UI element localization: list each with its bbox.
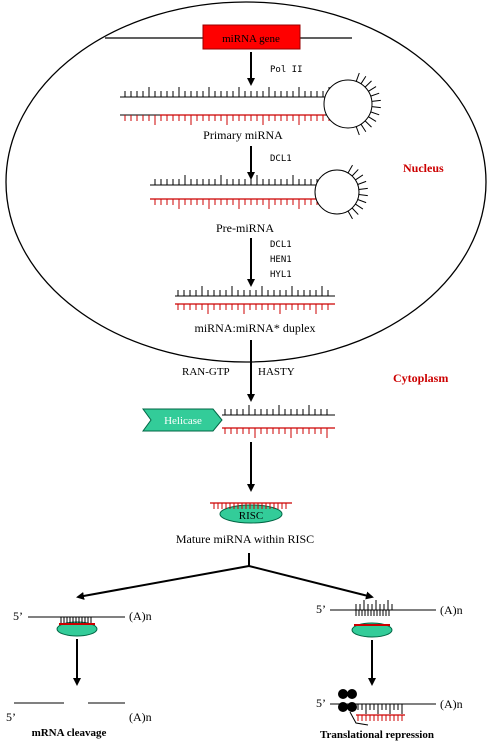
cytoplasmic-duplex — [222, 405, 335, 438]
right-polya-top: (A)n — [440, 603, 463, 617]
mrna-cleavage-label: mRNA cleavage — [32, 727, 107, 739]
ran-gtp-label: RAN-GTP — [182, 366, 230, 378]
risc-complex — [210, 502, 292, 524]
right-5prime-top: 5’ — [316, 602, 326, 616]
primary-mirna — [120, 72, 381, 136]
helicase-label: Helicase — [164, 415, 202, 427]
right-5prime-bottom: 5’ — [316, 696, 326, 710]
left-polya-top: (A)n — [129, 609, 152, 623]
left-polya-bottom: (A)n — [129, 710, 152, 724]
loop-base-tick — [355, 174, 364, 181]
mature-mirna-label: Mature miRNA within RISC — [176, 532, 314, 546]
dcl1-label-b: DCL1 — [270, 240, 292, 250]
loop-base-tick — [370, 92, 380, 97]
right-risc-on-target — [351, 600, 393, 638]
mirna-duplex — [175, 286, 335, 314]
hyl1-label: HYL1 — [270, 270, 292, 280]
cytoplasm-label: Cytoplasm — [393, 371, 448, 385]
pre-mirna — [150, 164, 368, 220]
translational-repression-label: Translational repression — [320, 729, 434, 741]
repressing-mirna — [356, 704, 405, 721]
loop-base-tick — [355, 72, 360, 82]
loop-base-tick — [368, 116, 377, 122]
loop-base-tick — [360, 75, 367, 85]
loop-base-tick — [351, 169, 359, 177]
left-5prime-bottom: 5’ — [6, 710, 16, 724]
primary-mirna-label: Primary miRNA — [203, 128, 283, 142]
loop-base-tick — [364, 120, 372, 128]
loop-base-tick — [347, 210, 353, 220]
ribosome-icon — [338, 689, 357, 712]
left-risc-on-target — [56, 617, 98, 637]
loop-base-tick — [355, 203, 364, 210]
loop-base-tick — [357, 180, 367, 185]
duplex-label: miRNA:miRNA* duplex — [194, 321, 315, 335]
loop-base-tick — [371, 99, 381, 102]
loop-base-tick — [371, 106, 381, 109]
arrow-branch-left — [76, 565, 250, 600]
hen1-label: HEN1 — [270, 255, 292, 265]
risc-label: RISC — [239, 510, 263, 522]
mirna-gene-box — [202, 24, 301, 50]
loop-base-tick — [357, 199, 367, 204]
loop-base-tick — [360, 123, 367, 133]
nascent-peptide — [349, 711, 369, 726]
dcl1-label-a: DCL1 — [270, 154, 292, 164]
helicase-shape — [142, 408, 223, 432]
loop-base-tick — [351, 207, 359, 215]
loop-base-tick — [364, 80, 372, 88]
loop-base-tick — [358, 187, 368, 190]
left-5prime-top: 5’ — [13, 609, 23, 623]
hasty-label: HASTY — [258, 366, 295, 378]
loop-base-tick — [347, 164, 353, 174]
arrow-branch-right — [248, 565, 374, 600]
nucleus-label: Nucleus — [403, 161, 444, 175]
loop-base-tick — [370, 111, 380, 116]
loop-base-tick — [358, 194, 368, 197]
pre-mirna-label: Pre-miRNA — [216, 221, 274, 235]
mirna-gene-label: miRNA gene — [222, 33, 280, 45]
loop-base-tick — [355, 126, 360, 136]
nucleus-membrane — [5, 1, 487, 363]
pol2-label: Pol II — [270, 65, 303, 75]
loop-base-tick — [368, 86, 377, 92]
right-polya-bottom: (A)n — [440, 697, 463, 711]
